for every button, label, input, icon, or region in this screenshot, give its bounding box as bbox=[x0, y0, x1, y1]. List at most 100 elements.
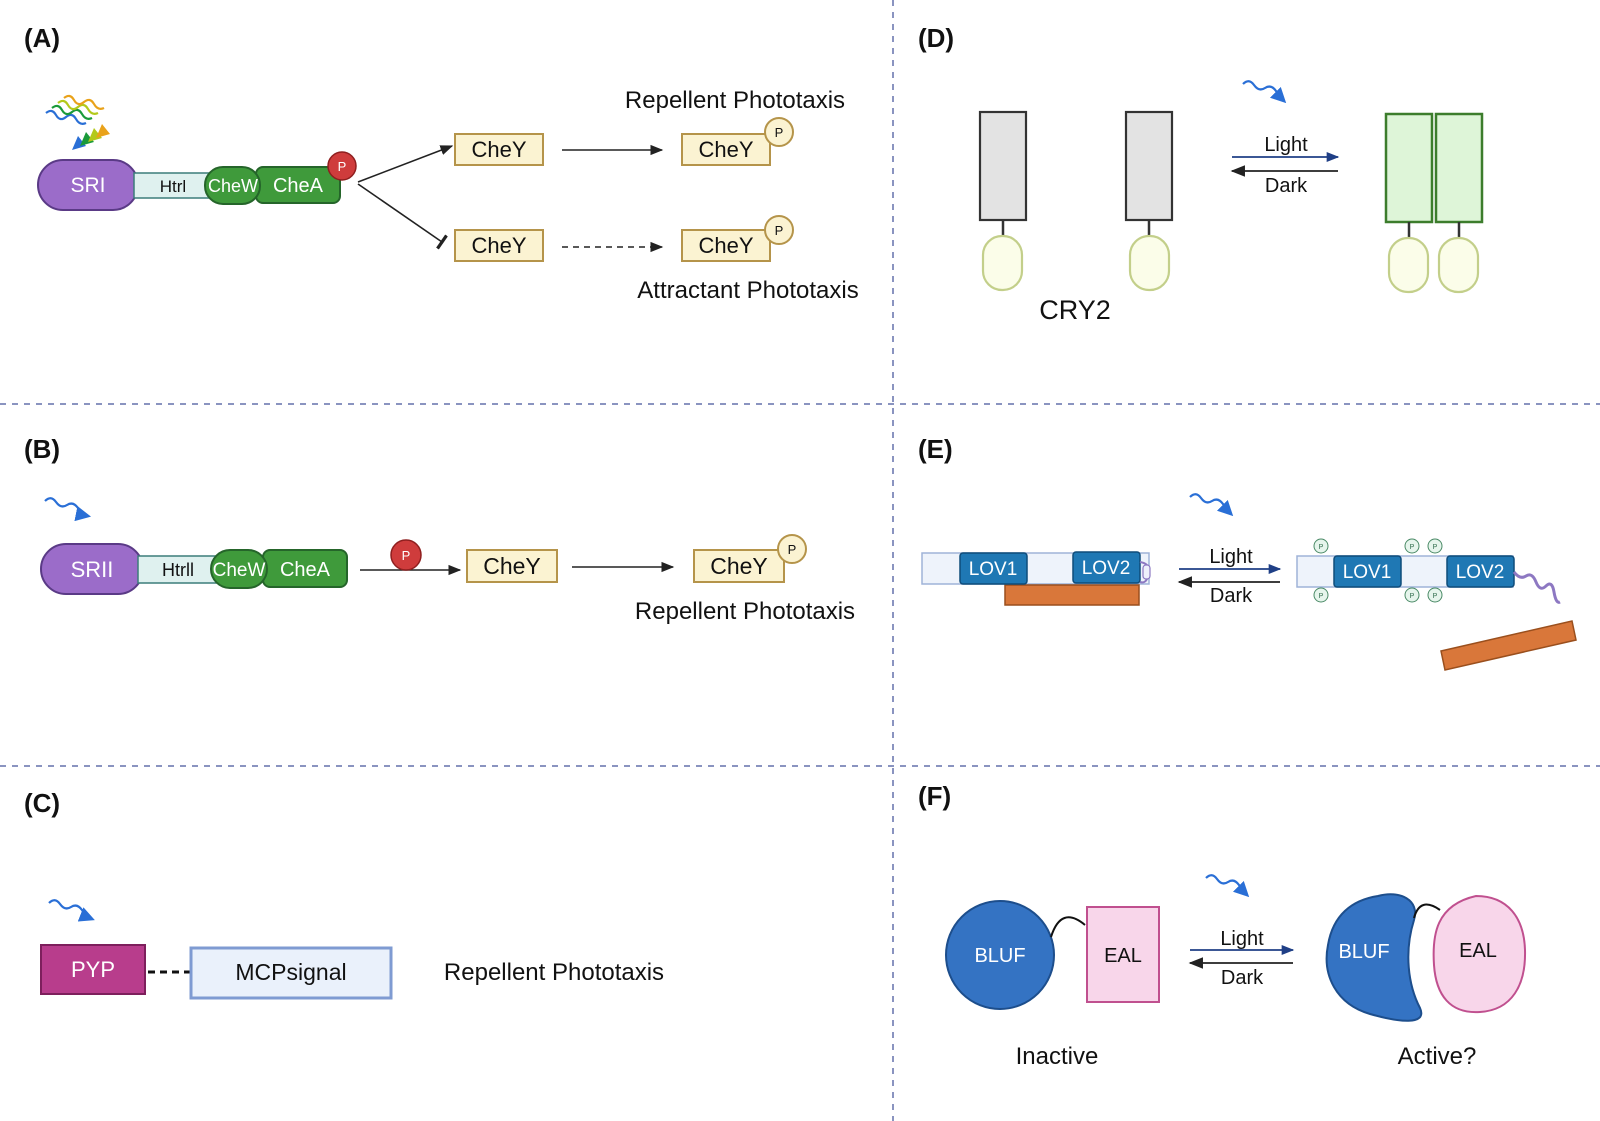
light-label-e: Light bbox=[1209, 546, 1253, 568]
cry2-monomer-1-domain bbox=[981, 234, 1024, 292]
light-arrow-icon-c bbox=[48, 899, 95, 922]
cry2-label: CRY2 bbox=[1039, 295, 1111, 325]
panel-a-label: (A) bbox=[24, 23, 60, 53]
chey-box-top bbox=[454, 133, 544, 166]
chey-label-bottom: CheY bbox=[471, 233, 526, 258]
lov2-domain-light bbox=[1446, 555, 1515, 588]
linker-inactive bbox=[1050, 916, 1086, 938]
phospho-site-label: P bbox=[1410, 593, 1415, 600]
cry2-monomer-1-body bbox=[978, 110, 1028, 222]
phospho-site-labels: P P P P P P bbox=[1319, 544, 1438, 600]
repellent-phototaxis-label-b: Repellent Phototaxis bbox=[635, 598, 855, 625]
lov2-label-light: LOV2 bbox=[1456, 562, 1505, 583]
chey-p-box-top bbox=[681, 133, 771, 166]
eal-domain-inactive bbox=[1086, 906, 1160, 1003]
srii-label: SRII bbox=[71, 557, 114, 582]
panel-d-label: (D) bbox=[918, 23, 954, 53]
phosphate-label: P bbox=[338, 159, 347, 174]
chew-label: CheW bbox=[208, 176, 258, 196]
panel-c-label: (C) bbox=[24, 788, 60, 818]
chey-p-box-b bbox=[693, 549, 785, 583]
linker-cap-dark bbox=[1142, 564, 1151, 580]
phospho-site-icon bbox=[1313, 538, 1329, 554]
panel-c: (C) PYP MCPsignal Repellent Phototaxis bbox=[24, 788, 664, 1000]
phosphate-small-label-b: P bbox=[788, 542, 797, 557]
phosphate-small-icon bbox=[764, 117, 794, 147]
repellent-phototaxis-label: Repellent Phototaxis bbox=[625, 87, 845, 114]
chea-label: CheA bbox=[273, 175, 324, 197]
bluf-label-inactive: BLUF bbox=[974, 945, 1025, 967]
phospho-site-label: P bbox=[1319, 544, 1324, 551]
chey-label-b: CheY bbox=[483, 553, 541, 579]
light-arrow-icon-e bbox=[1189, 493, 1234, 517]
dark-label-f: Dark bbox=[1221, 967, 1264, 989]
linker-active bbox=[1413, 903, 1441, 919]
cry2-dimer-left-domain bbox=[1387, 236, 1430, 294]
cry2-dimer-right-domain bbox=[1437, 236, 1480, 294]
panel-a: (A) SRI Htrl CheW CheA P CheY CheY bbox=[24, 23, 859, 304]
inhibition-line bbox=[357, 183, 448, 250]
light-arrow-icon bbox=[44, 497, 92, 522]
light-label-f: Light bbox=[1220, 928, 1264, 950]
phospho-site-icon bbox=[1404, 538, 1420, 554]
eal-label-inactive: EAL bbox=[1104, 945, 1142, 967]
panel-f: (F) BLUF EAL Inactive Light Dark BLUF EA… bbox=[918, 781, 1527, 1070]
panel-d: (D) CRY2 Light Dark bbox=[918, 23, 1484, 325]
panel-f-label: (F) bbox=[918, 781, 951, 811]
bluf-label-active: BLUF bbox=[1338, 941, 1389, 963]
phosphate-label-b: P bbox=[402, 548, 411, 563]
chew-protein-b bbox=[210, 549, 268, 589]
light-label-d: Light bbox=[1264, 134, 1308, 156]
attractant-phototaxis-label: Attractant Phototaxis bbox=[637, 277, 858, 304]
chey-p-label-top: CheY bbox=[698, 137, 753, 162]
lov1-label-light: LOV1 bbox=[1343, 562, 1392, 583]
phospho-site-icon bbox=[1404, 587, 1420, 603]
htrl-transducer bbox=[133, 172, 215, 199]
phosphate-small-icon-2 bbox=[764, 215, 794, 245]
phospho-site-label: P bbox=[1319, 593, 1324, 600]
phospho-site-icon bbox=[1427, 538, 1443, 554]
pyp-protein bbox=[40, 944, 146, 995]
chey-p-box-bottom bbox=[681, 229, 771, 262]
lov1-label-dark: LOV1 bbox=[969, 559, 1018, 580]
phospho-site-label: P bbox=[1433, 544, 1438, 551]
effector-bar-light bbox=[1440, 620, 1577, 671]
panel-e: (E) LOV1 LOV2 Light Dark LOV1 LOV2 bbox=[918, 434, 1577, 671]
phospho-site-icon bbox=[1313, 587, 1329, 603]
htrl-label: Htrl bbox=[160, 177, 186, 196]
panel-b-label: (B) bbox=[24, 434, 60, 464]
pyp-label: PYP bbox=[71, 957, 115, 982]
panel-e-label: (E) bbox=[918, 434, 953, 464]
chey-p-label-bottom: CheY bbox=[698, 233, 753, 258]
activation-arrow bbox=[357, 145, 454, 183]
chey-box-bottom bbox=[454, 229, 544, 262]
active-label: Active? bbox=[1398, 1043, 1477, 1070]
linker-light bbox=[1512, 571, 1561, 604]
lov2-domain-dark bbox=[1072, 551, 1141, 584]
multicolor-light-icon bbox=[45, 94, 110, 150]
cry2-monomer-2-domain bbox=[1128, 234, 1171, 292]
chea-label-b: CheA bbox=[280, 559, 331, 581]
lov1-domain-dark bbox=[959, 552, 1028, 585]
effector-bar-dark bbox=[1004, 584, 1140, 606]
panel-b: (B) SRII Htrll CheW CheA P CheY CheY P R… bbox=[24, 434, 855, 625]
phosphate-small-label-2: P bbox=[775, 223, 784, 238]
dark-label-d: Dark bbox=[1265, 175, 1308, 197]
phosphate-small-icon-b bbox=[777, 534, 807, 564]
eal-label-active: EAL bbox=[1459, 940, 1497, 962]
phospho-site-icon bbox=[1427, 587, 1443, 603]
mcpsignal-label: MCPsignal bbox=[235, 959, 346, 985]
chey-p-label-b: CheY bbox=[710, 553, 768, 579]
light-arrow-icon-d bbox=[1242, 80, 1287, 104]
cry2-dimer-right-body bbox=[1434, 112, 1484, 224]
lov2-label-dark: LOV2 bbox=[1082, 558, 1131, 579]
inactive-label: Inactive bbox=[1016, 1043, 1099, 1070]
cry2-dimer-left-body bbox=[1384, 112, 1434, 224]
phospho-sites bbox=[1313, 538, 1443, 603]
chey-box-b bbox=[466, 549, 558, 583]
htrll-label: Htrll bbox=[162, 560, 194, 580]
chew-protein bbox=[204, 166, 261, 205]
bluf-domain-inactive bbox=[945, 900, 1055, 1010]
